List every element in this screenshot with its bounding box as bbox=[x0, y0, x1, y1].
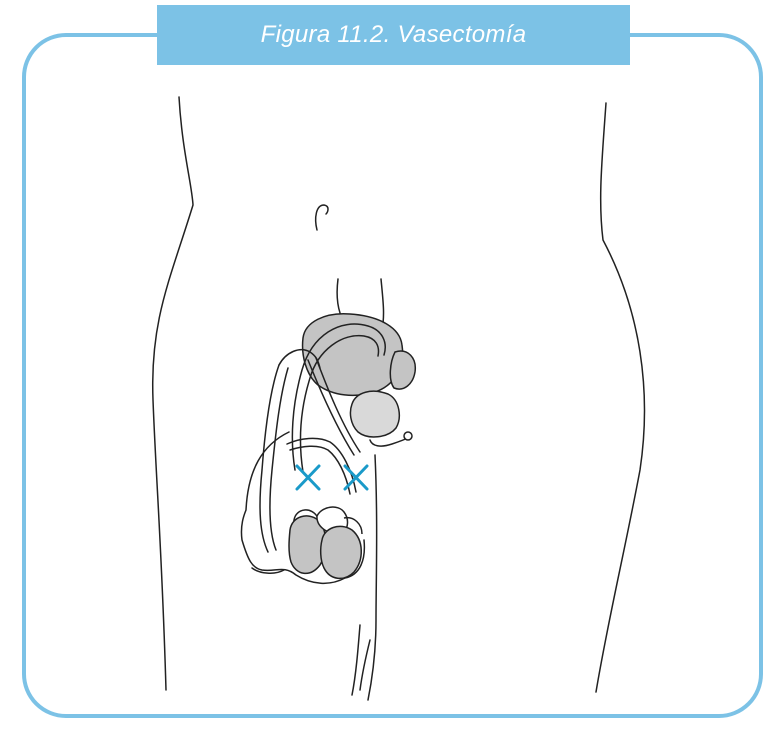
inner-leg-right-2 bbox=[360, 640, 370, 690]
cross-mark-icon bbox=[345, 466, 367, 489]
cross-mark-icon bbox=[297, 466, 319, 489]
body-right-outline bbox=[596, 103, 644, 692]
body-left-outline bbox=[153, 97, 193, 690]
inner-leg-right bbox=[368, 455, 377, 700]
vas-deferens-left-outer bbox=[260, 365, 279, 552]
prostate bbox=[350, 391, 399, 437]
testicle-right bbox=[321, 526, 362, 578]
inner-leg-left bbox=[352, 625, 360, 695]
navel bbox=[316, 205, 328, 230]
bulbourethral-gland bbox=[404, 432, 412, 440]
seminal-vesicle bbox=[390, 351, 415, 389]
vas-deferens-left-inner bbox=[270, 368, 288, 550]
